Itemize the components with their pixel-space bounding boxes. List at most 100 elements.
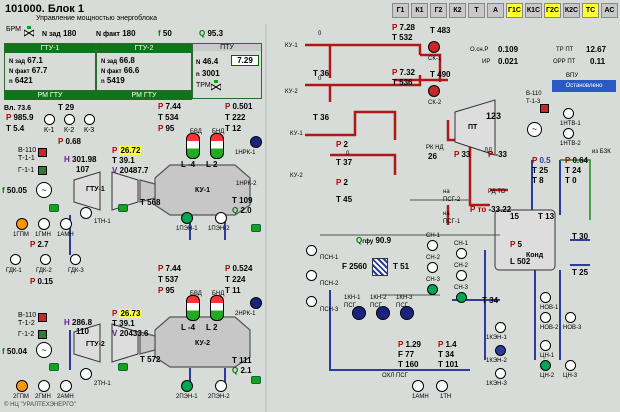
psn2-pump[interactable] (306, 270, 317, 281)
ku2-bnd-drum[interactable] (210, 295, 224, 321)
generator-2-icon[interactable]: ~ (36, 342, 52, 358)
psg-heater-icon[interactable] (372, 258, 388, 276)
cond-t160: 160 (405, 360, 419, 369)
pt-p-33: -33 (495, 150, 507, 159)
ku2-nrk1-pump[interactable] (250, 297, 262, 309)
status-pill-2[interactable] (118, 204, 128, 212)
top-button-3[interactable]: Г2 (430, 3, 447, 18)
breaker-5-icon[interactable] (540, 104, 549, 113)
tn1-pump-icon[interactable] (80, 207, 92, 219)
gmn2-pump-icon[interactable] (38, 380, 50, 392)
t11-label: Т-1-1 (18, 155, 35, 162)
nov1-pump[interactable] (540, 292, 551, 303)
cond-amn-pump[interactable] (412, 380, 424, 392)
sk1-valve-icon[interactable] (428, 41, 440, 53)
ntv2-pump-icon[interactable] (563, 128, 574, 139)
gpm1-pump-icon[interactable] (16, 218, 28, 230)
top-button-11[interactable]: ТС (582, 3, 599, 18)
sk2-valve-icon[interactable] (428, 85, 440, 97)
ku2-pen2-pump[interactable] (215, 380, 227, 392)
amn1-pump-icon[interactable] (60, 218, 72, 230)
k1-fan-icon[interactable] (44, 114, 55, 125)
nov2-pump[interactable] (540, 312, 551, 323)
ku1-bvd-drum[interactable] (186, 133, 200, 159)
kn3-psg-pump[interactable] (400, 306, 414, 320)
brm-icon[interactable]: БРМ (6, 26, 21, 33)
k3-fan-icon[interactable] (84, 114, 95, 125)
ku2-bvd-drum[interactable] (186, 295, 200, 321)
k2-fan-icon[interactable] (64, 114, 75, 125)
gtu1-rm-button[interactable]: РМ ГТУ (4, 91, 96, 100)
brm-valve-icon[interactable] (24, 26, 34, 38)
breaker-1-icon[interactable] (38, 148, 47, 157)
g11-label: Г-1-1 (18, 167, 35, 174)
cond-cn1-pump[interactable] (456, 248, 467, 259)
top-button-12[interactable]: АС (601, 3, 618, 18)
psg-cn3-pump[interactable] (427, 284, 438, 295)
cond-tn-pump[interactable] (436, 380, 448, 392)
generator-pt-icon[interactable]: ~ (527, 122, 542, 137)
psn1-pump[interactable] (306, 245, 317, 256)
cond-cn2-pump[interactable] (456, 270, 467, 281)
gdk3-icon[interactable] (70, 254, 81, 265)
psg-cn2-pump[interactable] (427, 262, 438, 273)
ku1-pen1-pump[interactable] (181, 212, 193, 224)
gen-pt-t13: Т-1-3 (526, 99, 541, 105)
ku1-nrk1-pump[interactable] (250, 136, 262, 148)
ku1-pen2-pump[interactable] (215, 212, 227, 224)
status-pill-5[interactable] (251, 224, 261, 232)
ntv1-pump-icon[interactable] (563, 108, 574, 119)
gdk2-icon[interactable] (40, 254, 51, 265)
gdk1-icon[interactable] (10, 254, 21, 265)
ptu-pzad-box[interactable]: 7.29 (231, 55, 259, 66)
ntv2-label: 1НТВ-2 (560, 141, 581, 147)
ku1-bnd-drum[interactable] (210, 133, 224, 159)
top-button-8[interactable]: К1С (525, 3, 542, 18)
cn2-cooling-pump[interactable] (540, 360, 551, 371)
breaker-2-icon[interactable] (38, 166, 47, 175)
cond-p5: 5 (517, 240, 522, 249)
ku1-nrk2-label: 1НРК-2 (236, 181, 257, 187)
breaker-3-icon[interactable] (38, 313, 47, 322)
cond-kn2-pump[interactable] (495, 345, 506, 356)
top-button-1[interactable]: Г1 (392, 3, 409, 18)
cn3-cooling-pump[interactable] (565, 360, 576, 371)
status-pill-3[interactable] (49, 363, 59, 371)
status-pill-4[interactable] (118, 363, 128, 371)
nov3-pump[interactable] (565, 312, 576, 323)
gtu1-nfact: 67.7 (31, 66, 48, 75)
psg-cn1-pump[interactable] (427, 240, 438, 251)
mid-p2b: 2 (343, 178, 348, 187)
cond-kn3-pump[interactable] (495, 368, 506, 379)
top-button-2[interactable]: К1 (411, 3, 428, 18)
gtu2-rm-button[interactable]: РМ ГТУ (96, 91, 192, 100)
generator-1-icon[interactable]: ~ (36, 182, 52, 198)
psn3-pump[interactable] (306, 296, 317, 307)
stopped-button[interactable]: Остановлено (552, 80, 616, 92)
status-pill-1[interactable] (49, 204, 59, 212)
gmn1-pump-icon[interactable] (38, 218, 50, 230)
kn2-psg-pump[interactable] (376, 306, 390, 320)
ku2-bvd: БВД (190, 291, 202, 297)
freq-2: f 50.04 (2, 347, 27, 356)
cn1-cooling-pump[interactable] (540, 340, 551, 351)
kn1-psg-pump[interactable] (352, 306, 366, 320)
top-button-10[interactable]: К2С (563, 3, 580, 18)
breaker-4-icon[interactable] (38, 330, 47, 339)
amn2-pump-icon[interactable] (60, 380, 72, 392)
footer-copyright: © НЦ "УРАЛТЕХЭНЕРГО" (4, 402, 76, 408)
ku2-pen1-pump[interactable] (181, 380, 193, 392)
top-button-9[interactable]: Г2С (544, 3, 561, 18)
gpm2-pump-icon[interactable] (16, 380, 28, 392)
top-button-7[interactable]: Г1С (506, 3, 523, 18)
cond-cn3-pump[interactable] (456, 292, 467, 303)
ku1-t: 534 (165, 113, 179, 122)
top-button-5[interactable]: Т (468, 3, 485, 18)
top-button-4[interactable]: К2 (449, 3, 466, 18)
tn2-pump-icon[interactable] (80, 368, 92, 380)
top-button-6[interactable]: А (487, 3, 504, 18)
gmn1-label: 1ГМН (35, 232, 51, 238)
cond-kn1-pump[interactable] (495, 322, 506, 333)
trm-valve-icon[interactable] (211, 80, 221, 92)
status-pill-6[interactable] (251, 376, 261, 384)
